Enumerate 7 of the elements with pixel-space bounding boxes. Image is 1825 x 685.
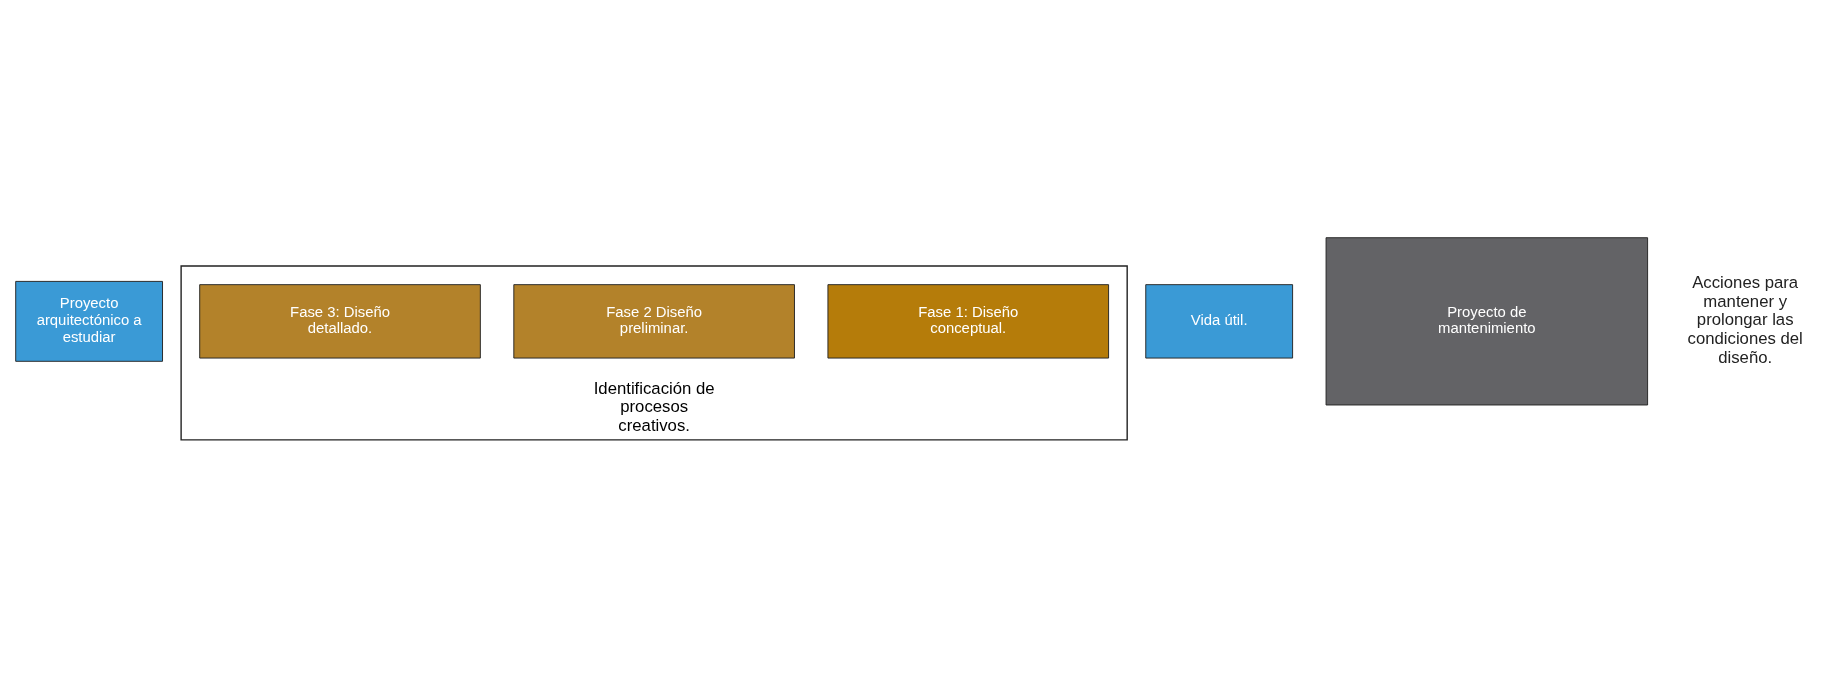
node-box: Proyecto arquitectónico a estudiar [15,280,163,362]
node-box: Fase 1: Diseño conceptual. [827,284,1110,359]
node-box: Vida útil. [1145,284,1294,359]
label: Acciones para mantener y prolongar las condiciones del diseño. [1687,273,1803,367]
node-box: Fase 3: Diseño detallado. [199,284,481,359]
node-box: Proyecto de mantenimiento [1325,237,1649,406]
node-box: Fase 2 Diseño preliminar. [513,284,795,359]
